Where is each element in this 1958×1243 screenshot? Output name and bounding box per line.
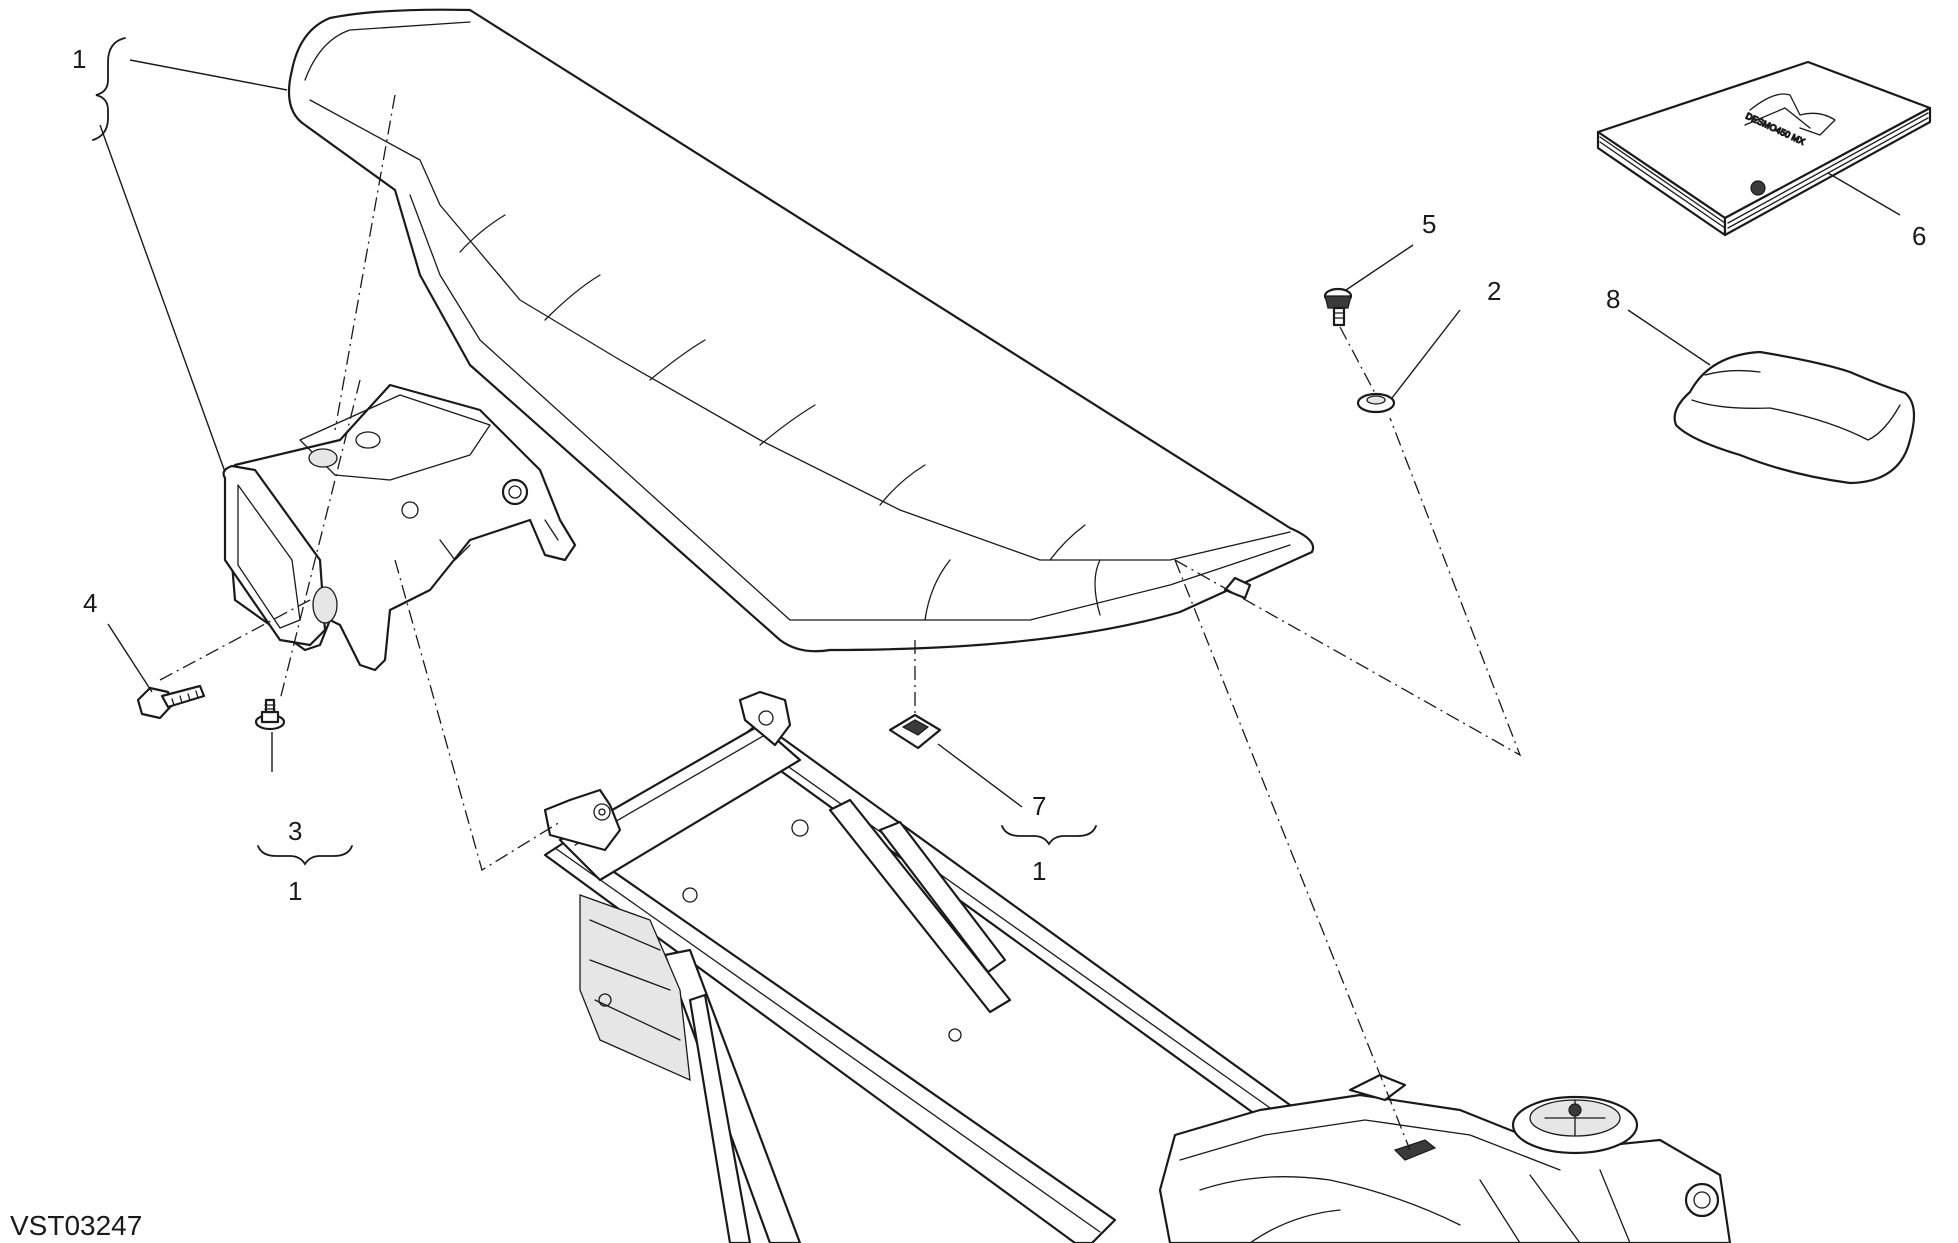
nut-part-7: [888, 713, 942, 750]
owners-manual: DESMO450 MX: [1596, 60, 1932, 237]
callout-label-4: 4: [83, 588, 97, 618]
callout-label-7: 7: [1032, 791, 1046, 821]
brace-callout-3: [257, 845, 353, 866]
callout-label-8: 8: [1606, 284, 1620, 314]
callout-label-7-group: 1: [1032, 856, 1046, 886]
callout-labels: 1 2 3 1 4 5 6 7 1 8: [72, 44, 1926, 906]
drawing-code: VST03247: [10, 1210, 142, 1241]
screw-part-5: [1323, 287, 1353, 327]
brace-callout-1-top: [92, 37, 126, 141]
callout-label-6: 6: [1912, 221, 1926, 251]
assembly-lines: [159, 94, 1522, 1151]
callout-label-3: 3: [288, 816, 302, 846]
washer-part-2: [1356, 392, 1396, 414]
group-braces: [92, 37, 1097, 866]
seat-pad: [1673, 350, 1916, 485]
callout-label-5: 5: [1422, 209, 1436, 239]
brace-callout-7: [1001, 825, 1097, 846]
leader-lines: [99, 59, 1901, 808]
callout-label-2: 2: [1487, 276, 1501, 306]
bolt-part-4: [136, 684, 206, 720]
seat-rear-bracket: [222, 383, 577, 672]
rear-subframe: [543, 690, 1292, 1243]
clip-part-3: [254, 698, 286, 731]
fuel-tank: [1158, 1073, 1732, 1243]
callout-label-1-top: 1: [72, 44, 86, 74]
callout-label-3-group: 1: [288, 876, 302, 906]
seat: [287, 8, 1315, 653]
